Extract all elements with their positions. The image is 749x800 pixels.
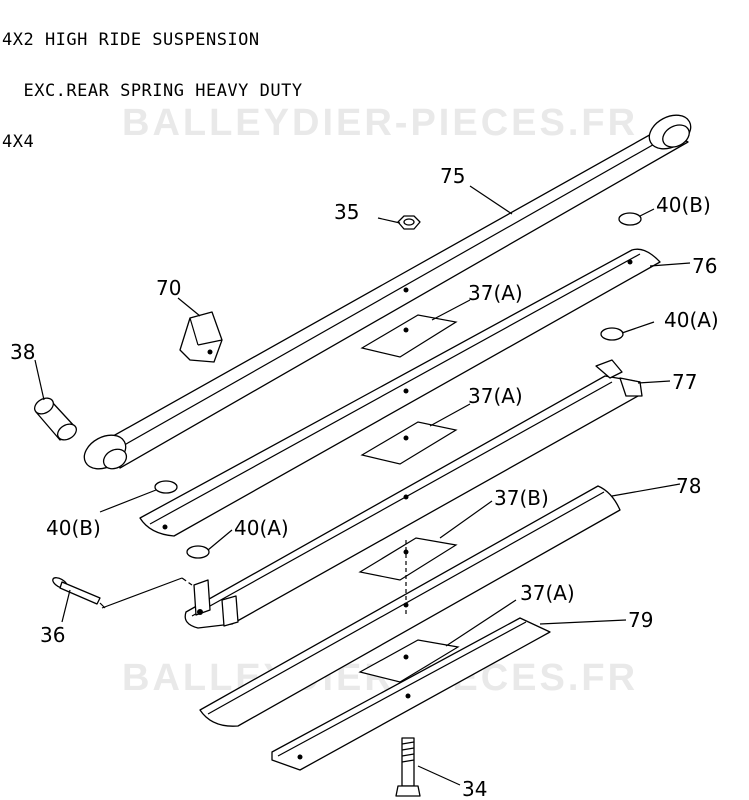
- part-77-clip-leaf[interactable]: [184, 359, 643, 629]
- header-line-3: 4X4: [2, 132, 35, 152]
- part-37a-plate-1[interactable]: [360, 314, 458, 358]
- part-40a-washer-left[interactable]: [186, 545, 210, 559]
- callout-37a-3: 37(A): [520, 581, 575, 605]
- callout-35: 35: [334, 200, 359, 224]
- leader-lines: [34, 185, 691, 786]
- callout-40b-left: 40(B): [46, 516, 101, 540]
- part-38-bushing[interactable]: [32, 395, 79, 443]
- callout-40a-left: 40(A): [234, 516, 289, 540]
- callout-75: 75: [440, 164, 465, 188]
- part-36-bolt[interactable]: [51, 576, 101, 605]
- callout-34: 34: [462, 777, 487, 800]
- callout-76: 76: [692, 254, 717, 278]
- part-35-nut[interactable]: [397, 215, 421, 230]
- header-line-2: EXC.REAR SPRING HEAVY DUTY: [2, 81, 303, 101]
- part-40b-washer-top[interactable]: [618, 212, 642, 226]
- callout-36: 36: [40, 623, 65, 647]
- callout-77: 77: [672, 370, 697, 394]
- part-76-leaf[interactable]: [139, 248, 661, 537]
- part-37b-plate[interactable]: [358, 537, 458, 581]
- part-34-center-bolt[interactable]: [395, 737, 421, 797]
- callout-78: 78: [676, 474, 701, 498]
- callout-40a-top: 40(A): [664, 308, 719, 332]
- part-40b-washer-left[interactable]: [154, 480, 178, 494]
- callout-70: 70: [156, 276, 181, 300]
- callout-79: 79: [628, 608, 653, 632]
- callout-40b-top: 40(B): [656, 193, 711, 217]
- part-40a-washer-top[interactable]: [600, 327, 624, 341]
- part-70-bumper[interactable]: [179, 311, 223, 363]
- diagram-header: 4X2 HIGH RIDE SUSPENSION EXC.REAR SPRING…: [2, 0, 303, 168]
- part-37a-plate-2[interactable]: [360, 421, 458, 465]
- callout-37a-2: 37(A): [468, 384, 523, 408]
- callout-37b: 37(B): [494, 486, 549, 510]
- callout-37a-1: 37(A): [468, 281, 523, 305]
- part-75-main-leaf[interactable]: [79, 108, 697, 475]
- callout-38: 38: [10, 340, 35, 364]
- watermark-top: BALLEYDIER-PIECES.FR: [122, 102, 638, 144]
- part-79-leaf[interactable]: [271, 617, 551, 771]
- part-37a-plate-3[interactable]: [358, 639, 460, 683]
- header-line-1: 4X2 HIGH RIDE SUSPENSION: [2, 30, 260, 50]
